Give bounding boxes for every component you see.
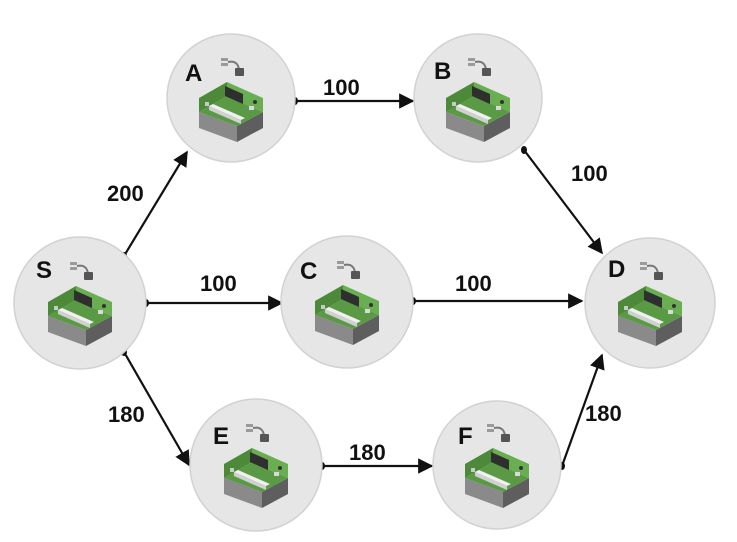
edge-label-f-d: 180 (585, 401, 622, 426)
node-c: C (280, 235, 414, 369)
node-label: F (458, 423, 473, 450)
edge-label-e-f: 180 (349, 440, 386, 465)
edge-s-e (123, 351, 190, 467)
edge-label-a-b: 100 (323, 75, 360, 100)
edge-labels: 200 100 100 100 100 180 180 180 (107, 75, 622, 465)
node-a: A (166, 33, 296, 163)
edge-label-s-a: 200 (107, 181, 144, 206)
node-d: D (584, 237, 716, 369)
edge-s-a (123, 150, 188, 257)
edge-label-s-c: 100 (200, 271, 237, 296)
node-f: F (432, 400, 562, 530)
node-label: D (608, 256, 625, 283)
edge-label-s-e: 180 (108, 402, 145, 427)
node-label: B (434, 58, 451, 85)
edge-f-d (560, 353, 605, 467)
node-label: S (36, 257, 52, 284)
node-e: E (189, 398, 323, 532)
node-label: A (185, 60, 202, 87)
node-b: B (413, 33, 543, 163)
node-label: C (300, 258, 317, 285)
edge-label-b-d: 100 (571, 161, 608, 186)
edge-label-c-d: 100 (455, 271, 492, 296)
edges (121, 93, 605, 474)
node-s: S (13, 236, 147, 370)
edge-b-d (523, 149, 603, 255)
node-label: E (213, 423, 229, 450)
